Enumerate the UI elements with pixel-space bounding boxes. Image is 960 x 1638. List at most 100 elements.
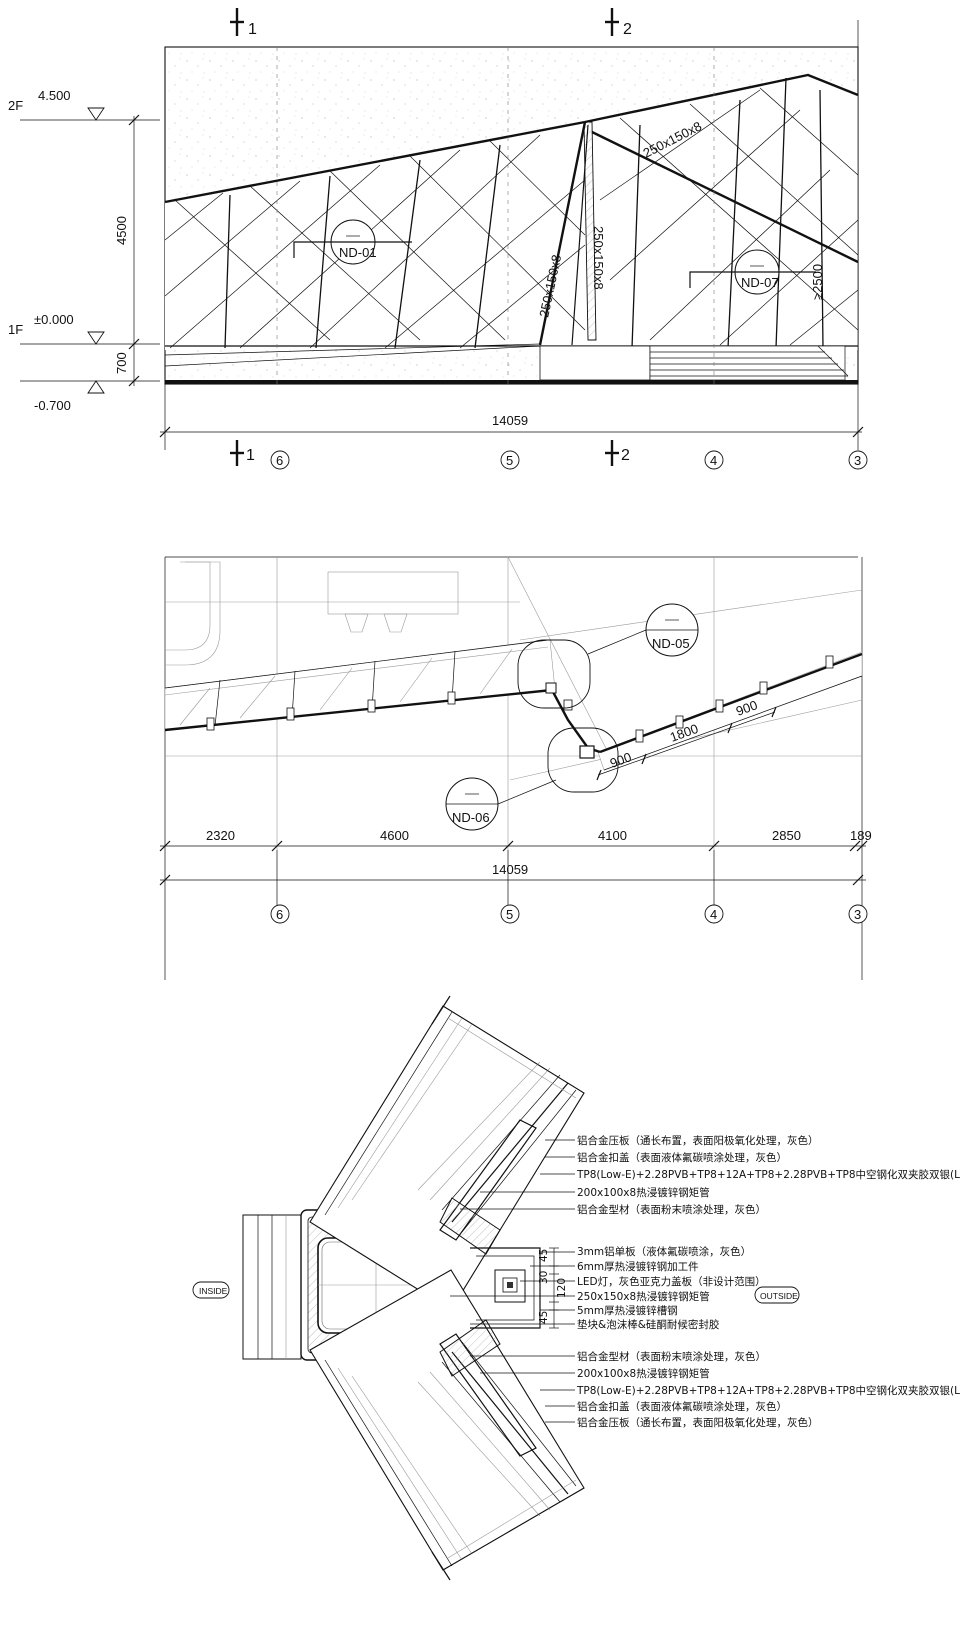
svg-text:45: 45 [538,1249,550,1262]
svg-text:5: 5 [506,453,513,468]
plan-overall-dimension: 14059 [159,862,866,886]
inclined-column-2 [571,124,589,346]
notes-mid: 3mm铝单板（液体氟碳喷涂，灰色） 6mm厚热浸镀锌钢加工件 LED灯，灰色亚克… [577,1245,766,1331]
notes-top: 铝合金压板（通长布置，表面阳极氧化处理，灰色） 铝合金扣盖（表面液体氟碳喷涂处理… [576,1134,960,1216]
section-mark-1-top: 1 [230,8,257,38]
svg-text:ND-06: ND-06 [452,810,490,825]
section-mark-2-top: 2 [605,8,632,38]
plan-furniture [165,561,459,666]
note: 铝合金扣盖（表面液体氟碳喷涂处理，灰色） [577,1400,787,1413]
stairs [649,345,849,381]
axis-bubble-5: 5 [500,450,520,470]
plan-wall-left [164,639,556,732]
axis-bubble-4: 4 [704,450,724,470]
plan-corner-node [545,682,601,759]
svg-text:30: 30 [538,1271,550,1284]
plan-axis-bubble-6: 6 [270,904,290,924]
svg-text:14059: 14059 [492,862,528,877]
svg-text:2850: 2850 [772,828,801,843]
plan-axis-bubble-5: 5 [500,904,520,924]
glass-facade [165,75,858,350]
note: 铝合金型材（表面粉末喷涂处理，灰色） [577,1350,766,1363]
ramp-line-2 [164,345,541,367]
svg-text:14059: 14059 [492,413,528,428]
oblique-dimension: 900 1800 900 [596,697,777,781]
level-2f: 2F 4.500 [8,88,160,121]
svg-text:4: 4 [710,453,717,468]
inside-panel [242,1214,302,1360]
note: 3mm铝单板（液体氟碳喷涂，灰色） [577,1245,751,1258]
roof-slope-left [164,120,586,204]
svg-text:ND-05: ND-05 [652,636,690,651]
svg-text:45: 45 [538,1311,550,1324]
note: 铝合金压板（通长布置，表面阳极氧化处理，灰色） [577,1134,819,1147]
elevation-drawing: 1 2 2F 4.500 1F ±0.000 -0.700 [8,8,868,470]
lower-glass-arm [309,1269,585,1581]
member-label-column: 250x150x8 [591,226,606,290]
svg-text:4.500: 4.500 [38,88,71,103]
svg-text:1: 1 [248,21,257,38]
svg-text:4500: 4500 [114,216,129,245]
plan-drawing: ND-05 ND-06 900 1800 900 [159,556,872,980]
svg-text:189: 189 [850,828,872,843]
note: LED灯，灰色亚克力盖板（非设计范围） [577,1275,766,1288]
platform [539,345,651,381]
svg-text:1F: 1F [8,322,23,337]
svg-text:2: 2 [623,21,632,38]
note: 250x150x8热浸镀锌钢矩管 [577,1290,710,1303]
note: 200x100x8热浸镀锌钢矩管 [577,1367,710,1380]
svg-text:6: 6 [276,907,283,922]
svg-text:INSIDE: INSIDE [199,1286,228,1296]
note: 6mm厚热浸镀锌钢加工件 [577,1260,699,1273]
svg-text:±0.000: ±0.000 [34,312,74,327]
svg-text:4: 4 [710,907,717,922]
svg-text:OUTSIDE: OUTSIDE [760,1291,798,1301]
detail-tag-nd07: ND-07 [689,249,816,295]
svg-text:1: 1 [246,447,255,464]
section-mark-1-bottom: 1 [230,440,255,466]
note: 铝合金型材（表面粉末喷涂处理，灰色） [577,1203,766,1216]
note: 垫块&泡沫棒&硅酮耐候密封胶 [577,1318,720,1331]
svg-text:120: 120 [556,1278,568,1298]
svg-text:900: 900 [734,697,760,719]
note: 铝合金压板（通长布置，表面阳极氧化处理，灰色） [577,1416,819,1429]
axis-bubble-3: 3 [848,450,868,470]
svg-text:3: 3 [854,907,861,922]
height-note: ≥2500 [810,264,825,300]
svg-text:2: 2 [621,447,630,464]
plan-bay-dimensions: 2320 4600 4100 2850 189 [159,828,872,852]
roof-slope-right [584,73,859,124]
inside-label-tag: INSIDE [192,1281,230,1299]
svg-text:2F: 2F [8,98,23,113]
note: 200x100x8热浸镀锌钢矩管 [577,1186,710,1199]
ramp-line [164,343,541,356]
svg-text:700: 700 [114,352,129,374]
svg-text:900: 900 [608,749,634,771]
vertical-dimension: 4500 700 [114,114,140,387]
svg-text:2320: 2320 [206,828,235,843]
plan-axis-bubble-4: 4 [704,904,724,924]
svg-text:ND-07: ND-07 [741,275,779,290]
glass-mullions [164,77,859,349]
plan-axis-bubble-3: 3 [848,904,868,924]
svg-text:-0.700: -0.700 [34,398,71,413]
section-mark-2-bottom: 2 [605,440,630,466]
svg-text:6: 6 [276,453,283,468]
svg-text:4100: 4100 [598,828,627,843]
detail-area-nd05 [517,639,591,709]
central-column-hatched [583,121,597,341]
notes-bottom: 铝合金型材（表面粉末喷涂处理，灰色） 200x100x8热浸镀锌钢矩管 TP8(… [576,1350,960,1429]
svg-text:4600: 4600 [380,828,409,843]
axis-bubble-6: 6 [270,450,290,470]
led-channel [470,1247,541,1329]
elevation-overall-dimension: 14059 [159,413,864,438]
upper-glass-arm [309,995,585,1311]
inclined-column [538,121,587,346]
detail-tag-nd06: ND-06 [445,777,557,831]
svg-text:5: 5 [506,907,513,922]
level-ground: -0.700 [20,380,160,413]
note: 5mm厚热浸镀锌槽钢 [577,1304,678,1317]
plan-diag-ref [507,556,613,761]
small-dimensions: 45 30 120 45 [538,1247,568,1329]
